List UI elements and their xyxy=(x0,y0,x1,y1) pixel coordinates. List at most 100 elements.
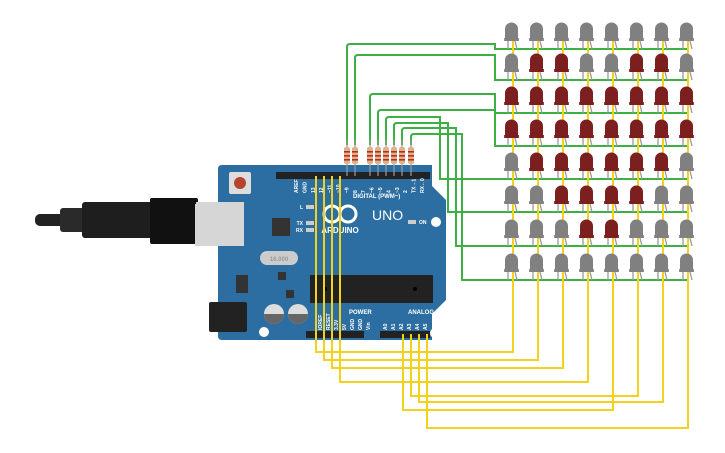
tx-led-label: TX xyxy=(297,221,304,227)
led-on[interactable] xyxy=(554,185,569,213)
led-on[interactable] xyxy=(654,53,669,81)
led-off[interactable] xyxy=(554,22,569,50)
led-on[interactable] xyxy=(604,219,619,247)
led-on[interactable] xyxy=(654,152,669,180)
led-on[interactable] xyxy=(504,119,519,147)
model-label: UNO xyxy=(372,207,403,223)
row-wire[interactable] xyxy=(410,133,498,281)
led-matrix xyxy=(504,22,694,281)
led-on[interactable] xyxy=(604,152,619,180)
led-on[interactable] xyxy=(529,152,544,180)
led-on[interactable] xyxy=(629,185,644,213)
led-on[interactable] xyxy=(679,86,694,114)
led-off[interactable] xyxy=(654,219,669,247)
power-header xyxy=(306,331,364,338)
led-on[interactable] xyxy=(554,86,569,114)
resistor[interactable] xyxy=(391,140,397,176)
led-off[interactable] xyxy=(504,53,519,81)
led-on[interactable] xyxy=(529,119,544,147)
led-on[interactable] xyxy=(604,185,619,213)
reset-button[interactable] xyxy=(229,172,251,194)
led-on[interactable] xyxy=(579,86,594,114)
led-off[interactable] xyxy=(604,53,619,81)
row-wire[interactable] xyxy=(377,109,498,147)
led-on[interactable] xyxy=(579,119,594,147)
led-off[interactable] xyxy=(529,253,544,281)
led-on[interactable] xyxy=(629,119,644,147)
led-on[interactable] xyxy=(554,119,569,147)
led-off[interactable] xyxy=(579,253,594,281)
led-on[interactable] xyxy=(579,185,594,213)
resistor[interactable] xyxy=(344,140,350,176)
rx-led-label: RX xyxy=(296,228,304,234)
row-wire[interactable] xyxy=(346,43,498,145)
resistor[interactable] xyxy=(375,140,381,176)
led-on[interactable] xyxy=(679,119,694,147)
arduino-uno-board[interactable]: 16.000 ARDUINO UNO DIGITAL (PWM~) POWER … xyxy=(196,165,446,340)
led-off[interactable] xyxy=(604,253,619,281)
crystal-label: 16.000 xyxy=(270,257,289,263)
led-off[interactable] xyxy=(629,253,644,281)
row-wire[interactable] xyxy=(369,93,498,145)
led-off[interactable] xyxy=(529,22,544,50)
led-off[interactable] xyxy=(504,152,519,180)
led-off[interactable] xyxy=(679,253,694,281)
led-off[interactable] xyxy=(529,219,544,247)
led-off[interactable] xyxy=(679,22,694,50)
led-on[interactable] xyxy=(529,86,544,114)
led-off[interactable] xyxy=(654,22,669,50)
resistor[interactable] xyxy=(408,140,414,176)
led-off[interactable] xyxy=(504,253,519,281)
led-off[interactable] xyxy=(679,152,694,180)
pin-label: ~9 xyxy=(344,187,350,193)
led-on[interactable] xyxy=(554,53,569,81)
led-on[interactable] xyxy=(604,119,619,147)
column-wire[interactable] xyxy=(418,30,664,403)
resistor[interactable] xyxy=(399,140,405,176)
led-off[interactable] xyxy=(554,253,569,281)
led-off[interactable] xyxy=(504,219,519,247)
led-off[interactable] xyxy=(529,185,544,213)
led-off[interactable] xyxy=(554,219,569,247)
led-off[interactable] xyxy=(679,185,694,213)
column-wire[interactable] xyxy=(339,30,589,383)
row-wire[interactable] xyxy=(354,54,498,145)
led-off[interactable] xyxy=(504,185,519,213)
led-off[interactable] xyxy=(679,219,694,247)
led-off[interactable] xyxy=(654,253,669,281)
column-wire[interactable] xyxy=(410,30,639,397)
led-on[interactable] xyxy=(579,219,594,247)
led-on[interactable] xyxy=(579,152,594,180)
led-on[interactable] xyxy=(554,152,569,180)
led-on[interactable] xyxy=(654,119,669,147)
led-off[interactable] xyxy=(604,22,619,50)
pin-label: 12 xyxy=(319,187,325,193)
led-on[interactable] xyxy=(629,152,644,180)
led-on[interactable] xyxy=(604,86,619,114)
led-on[interactable] xyxy=(629,86,644,114)
row-wire[interactable] xyxy=(393,122,498,213)
row-wire[interactable] xyxy=(401,127,498,247)
resistor[interactable] xyxy=(367,140,373,176)
resistors xyxy=(344,140,414,176)
led-on[interactable] xyxy=(529,53,544,81)
led-off[interactable] xyxy=(579,22,594,50)
led-off[interactable] xyxy=(629,22,644,50)
pin-label: A1 xyxy=(391,323,397,330)
led-off[interactable] xyxy=(679,53,694,81)
row-wire[interactable] xyxy=(385,116,498,180)
led-on[interactable] xyxy=(629,53,644,81)
resistor[interactable] xyxy=(352,140,358,176)
led-on[interactable] xyxy=(504,86,519,114)
led-off[interactable] xyxy=(504,22,519,50)
led-off[interactable] xyxy=(579,53,594,81)
led-on[interactable] xyxy=(654,86,669,114)
pin-label: TX→1 xyxy=(412,179,418,193)
digital-label: DIGITAL (PWM~) xyxy=(353,194,400,200)
pin-label: A3 xyxy=(407,323,413,330)
led-off[interactable] xyxy=(654,185,669,213)
led-off[interactable] xyxy=(629,219,644,247)
pin-label: GND xyxy=(302,182,308,194)
resistor[interactable] xyxy=(383,140,389,176)
